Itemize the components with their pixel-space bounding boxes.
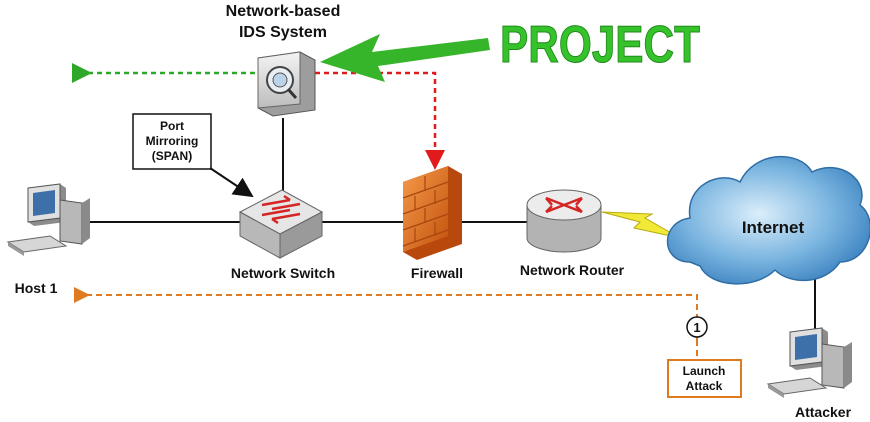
switch-label: Network Switch: [231, 265, 335, 281]
step-marker: [686, 316, 708, 338]
ids-sensor-icon: [257, 51, 316, 117]
launch-attack-box: [667, 359, 742, 398]
attack-path: [74, 287, 698, 340]
host-label: Host 1: [15, 280, 58, 296]
ids-label-line1: Network-based: [226, 3, 341, 20]
launch-attack-line2: Attack: [686, 379, 723, 393]
port-mirroring-line2: Mirroring: [146, 134, 199, 148]
firewall-icon: [402, 166, 462, 260]
project-arrow-icon: [320, 34, 490, 82]
network-router-icon: [526, 189, 602, 253]
port-mirroring-pointer: [209, 167, 254, 198]
network-switch-icon: [238, 189, 324, 259]
attacker-label: Attacker: [795, 404, 852, 420]
port-mirroring-box: [132, 113, 212, 170]
launch-attack-line1: Launch: [683, 364, 726, 378]
attacker-computer-icon: [766, 327, 852, 398]
project-banner: PROJECT: [500, 16, 700, 74]
internet-label: Internet: [742, 218, 805, 237]
ids-label-line2: IDS System: [239, 24, 327, 41]
host-computer-icon: [6, 183, 90, 256]
firewall-label: Firewall: [411, 265, 463, 281]
port-mirroring-line3: (SPAN): [152, 149, 192, 163]
ids-to-firewall-path: [315, 71, 445, 170]
step-number: 1: [693, 320, 700, 335]
port-mirroring-line1: Port: [160, 119, 184, 133]
router-label: Network Router: [520, 262, 625, 278]
internet-cloud-icon: [666, 155, 870, 285]
